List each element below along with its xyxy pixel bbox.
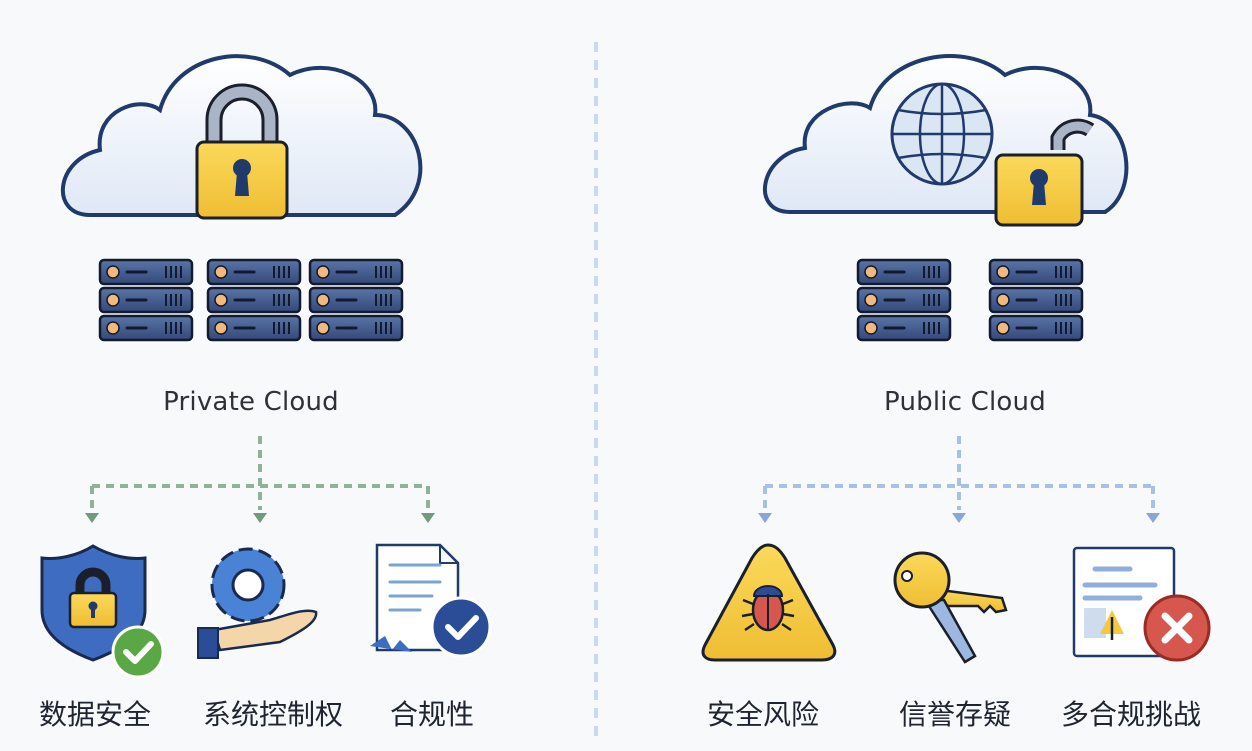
gear-hand-icon: [197, 547, 318, 659]
keys-icon: [893, 551, 1008, 664]
globe-icon: [890, 82, 994, 186]
label-data-security: 数据安全: [38, 698, 151, 731]
private-arrowheads: [85, 513, 435, 523]
private-server-racks-icon: [100, 260, 402, 340]
private-cloud-title: Private Cloud: [163, 387, 339, 417]
private-cloud-icon: [61, 54, 423, 220]
label-multi-compliance: 多合规挑战: [1060, 698, 1201, 731]
warning-bug-icon: [701, 543, 837, 662]
label-system-control: 系统控制权: [202, 698, 343, 731]
public-cloud-icon: [762, 54, 1129, 227]
certificate-check-icon: [370, 543, 492, 658]
label-security-risk: 安全风险: [706, 698, 819, 731]
public-cloud-title: Public Cloud: [884, 387, 1046, 417]
document-error-icon: [1072, 546, 1211, 662]
shield-lock-check-icon: [40, 544, 165, 679]
public-connector: [763, 436, 1155, 510]
private-connector: [90, 436, 430, 510]
public-arrowheads: [758, 513, 1160, 523]
public-server-racks-icon: [858, 260, 1082, 340]
label-compliance: 合规性: [389, 698, 474, 731]
label-reputation-doubt: 信誉存疑: [898, 698, 1011, 731]
